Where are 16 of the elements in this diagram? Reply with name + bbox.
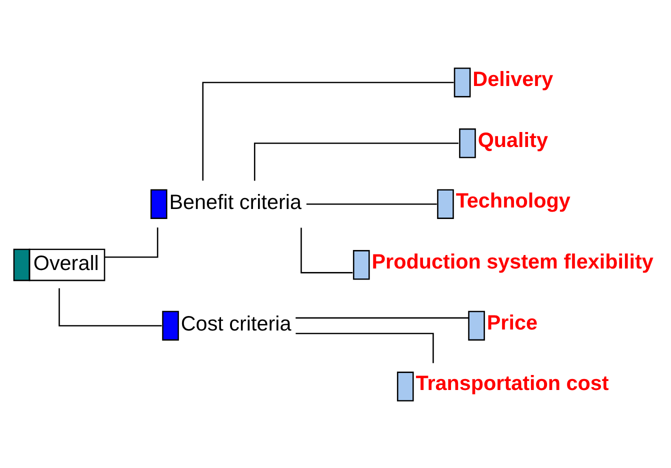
connector	[300, 227, 353, 273]
node-label: Technology	[456, 189, 570, 212]
node-label: Benefit criteria	[169, 190, 302, 214]
connector	[104, 227, 158, 258]
connector	[306, 202, 437, 204]
node-label: Production system flexibility	[372, 250, 654, 274]
node-label: Price	[486, 310, 538, 334]
connector	[296, 316, 469, 318]
node-label: Cost criteria	[180, 312, 292, 336]
connector	[296, 332, 434, 363]
connector	[202, 81, 454, 180]
node-label: Transportation cost	[416, 372, 609, 395]
node-label: Delivery	[472, 68, 554, 91]
node-label: Quality	[478, 128, 548, 152]
connector	[254, 142, 458, 180]
connector	[58, 288, 162, 326]
